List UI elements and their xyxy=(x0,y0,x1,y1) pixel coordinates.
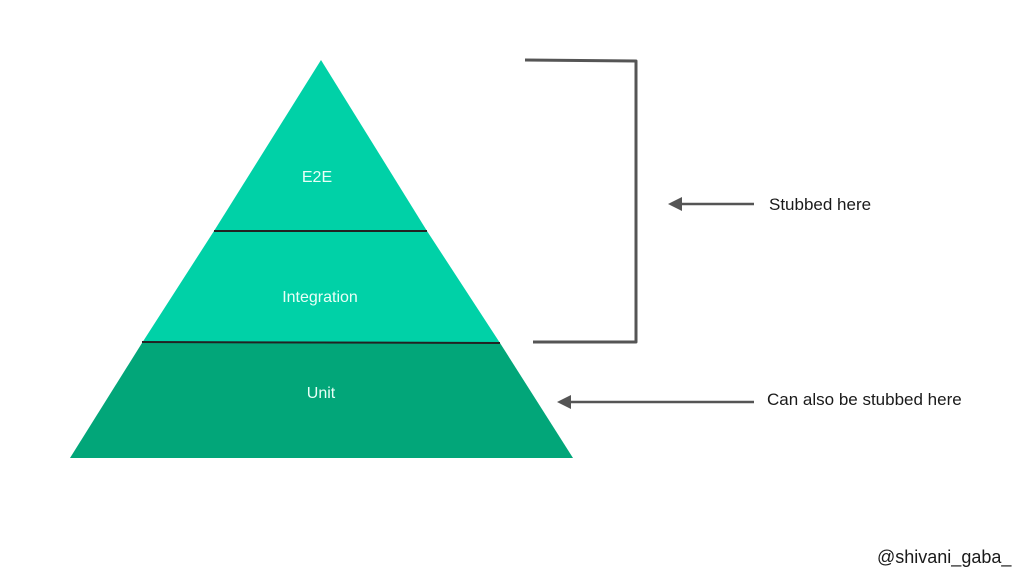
arrow-head xyxy=(557,395,571,409)
layer-label-e2e: E2E xyxy=(301,169,333,186)
annotation-also-stubbed-here: Can also be stubbed here xyxy=(767,390,962,409)
pyramid-layer-e2e xyxy=(214,60,427,231)
pyramid-layer-unit xyxy=(70,343,573,458)
layer-label-unit: Unit xyxy=(306,385,336,402)
pyramid-layer-integration xyxy=(142,231,500,343)
annotation-stubbed-here: Stubbed here xyxy=(769,195,872,214)
layer-label-integration: Integration xyxy=(282,289,358,306)
author-credit: @shivani_gaba_ xyxy=(877,547,1012,567)
bracket xyxy=(524,58,638,344)
arrow-head xyxy=(668,197,682,211)
layer-divider xyxy=(141,341,501,344)
